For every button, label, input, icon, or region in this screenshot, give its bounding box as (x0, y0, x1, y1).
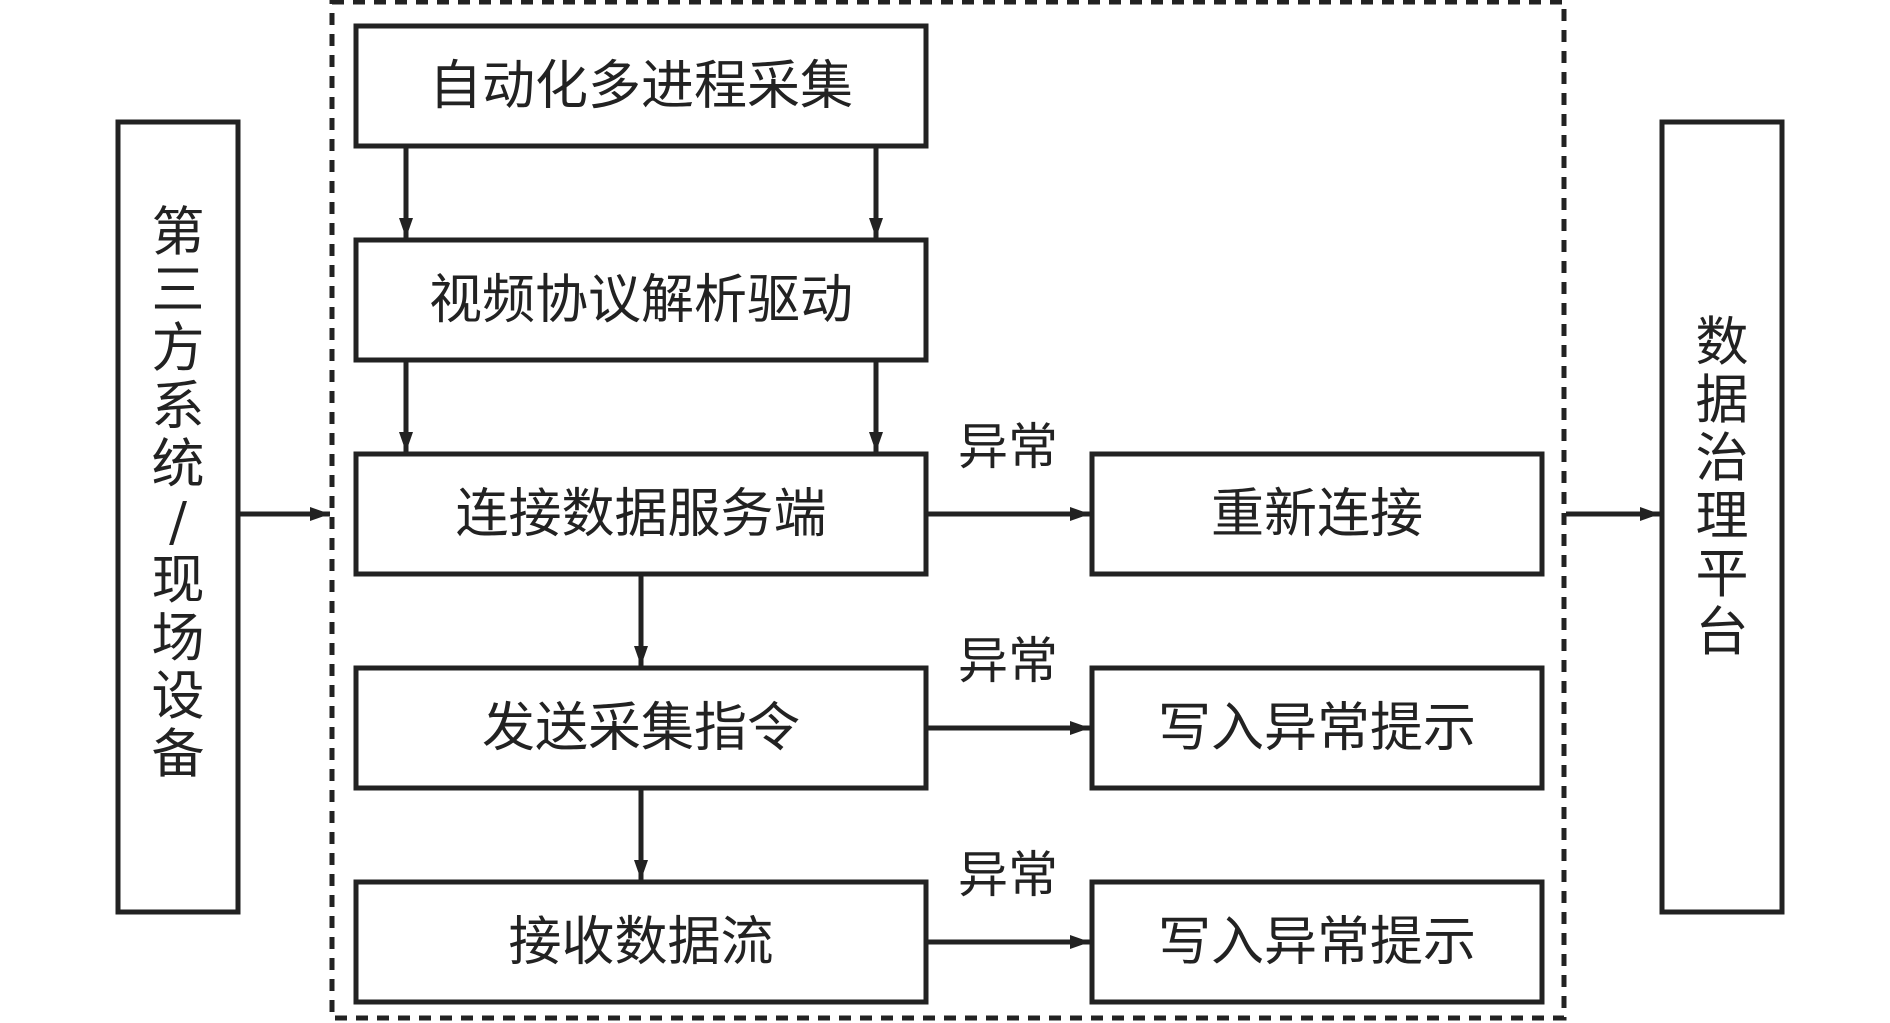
write-error-node-2: 写入异常提示 (1089, 879, 1545, 1005)
governance-platform-label: 数据治理平台 (1696, 312, 1749, 663)
write-error-label-2: 写入异常提示 (1158, 912, 1476, 973)
collection-module-boundary (329, 0, 1567, 1021)
receive-stream-label: 接收数据流 (509, 912, 774, 973)
third-party-device-label: 第三方系统/现场设备 (152, 202, 205, 785)
video-protocol-node: 视频协议解析驱动 (353, 237, 929, 363)
send-command-node: 发送采集指令 (353, 665, 929, 791)
reconnect-node: 重新连接 (1089, 451, 1545, 577)
error-label-2: 异常 (958, 632, 1058, 690)
send-command-label: 发送采集指令 (482, 698, 800, 759)
receive-stream-node: 接收数据流 (353, 879, 929, 1005)
auto-collect-node: 自动化多进程采集 (353, 23, 929, 149)
video-protocol-label: 视频协议解析驱动 (429, 270, 853, 331)
connect-server-node: 连接数据服务端 (353, 451, 929, 577)
auto-collect-label: 自动化多进程采集 (429, 56, 853, 117)
error-label-3: 异常 (958, 846, 1058, 904)
reconnect-label: 重新连接 (1211, 484, 1423, 545)
connect-server-label: 连接数据服务端 (456, 484, 827, 545)
error-label-1: 异常 (958, 418, 1058, 476)
third-party-device-node: 第三方系统/现场设备 (115, 119, 241, 915)
governance-platform-node: 数据治理平台 (1659, 119, 1785, 915)
write-error-node-1: 写入异常提示 (1089, 665, 1545, 791)
write-error-label-1: 写入异常提示 (1158, 698, 1476, 759)
